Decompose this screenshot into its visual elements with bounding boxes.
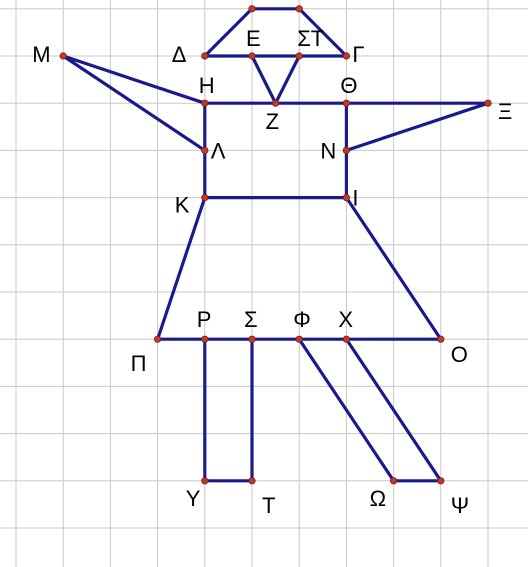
- point-f: [295, 335, 303, 343]
- label-g: Γ: [352, 42, 364, 67]
- label-r: Ρ: [197, 307, 212, 332]
- label-e: Ε: [246, 26, 261, 51]
- labels: ΑΒΔΕΣΤΓΜΗΖΘΞΛΝΚΙΠΡΣΦΧΟΥΤΩΨ: [32, 26, 512, 518]
- label-z: Ζ: [266, 109, 279, 134]
- point-b: [295, 5, 303, 13]
- point-t: [248, 477, 256, 485]
- label-xi: Ξ: [498, 99, 512, 124]
- label-t: Τ: [262, 493, 275, 518]
- label-p: Π: [131, 351, 147, 376]
- point-k: [201, 194, 209, 202]
- point-xi: [484, 99, 492, 107]
- segment-m-l: [61, 54, 207, 152]
- label-m: Μ: [32, 42, 50, 67]
- label-o: Ο: [451, 342, 468, 367]
- point-ps: [437, 477, 445, 485]
- point-d: [201, 52, 209, 60]
- segment-m-h: [61, 54, 207, 105]
- label-l: Λ: [211, 138, 226, 163]
- point-n: [342, 146, 350, 154]
- point-m: [59, 52, 67, 60]
- point-y: [201, 477, 209, 485]
- point-z: [271, 99, 280, 107]
- label-f: Φ: [293, 307, 311, 332]
- segment-st-z: [274, 54, 301, 105]
- point-l: [201, 146, 209, 154]
- label-ps: Ψ: [451, 493, 469, 518]
- label-i: Ι: [352, 186, 358, 211]
- point-st: [295, 52, 303, 60]
- points: [59, 5, 492, 485]
- segment-n-xi: [344, 101, 490, 152]
- point-r: [201, 335, 209, 343]
- segments: [61, 7, 490, 483]
- point-w: [389, 477, 398, 485]
- segment-e-z: [250, 54, 278, 105]
- label-h: Η: [199, 73, 215, 98]
- segment-k-p: [156, 196, 207, 341]
- segment-a-d: [203, 7, 254, 58]
- label-x: Χ: [338, 307, 353, 332]
- label-d: Δ: [172, 42, 187, 67]
- label-w: Ω: [370, 486, 386, 511]
- point-s: [248, 335, 256, 343]
- segment-f-w: [297, 337, 396, 483]
- point-i: [342, 194, 350, 202]
- label-k: Κ: [175, 193, 190, 218]
- point-o: [437, 335, 445, 343]
- label-st: ΣΤ: [297, 26, 324, 51]
- segment-i-o: [344, 196, 443, 341]
- point-p: [154, 335, 162, 343]
- segment-b-g: [297, 7, 348, 58]
- point-a: [248, 5, 256, 13]
- point-h: [201, 99, 209, 107]
- segment-x-ps: [344, 337, 443, 483]
- point-x: [342, 335, 350, 343]
- label-s: Σ: [244, 307, 258, 332]
- label-n: Ν: [320, 138, 336, 163]
- point-e: [248, 52, 256, 60]
- point-th: [342, 99, 350, 107]
- label-y: Υ: [186, 486, 201, 511]
- point-g: [342, 52, 350, 60]
- label-th: Θ: [340, 73, 357, 98]
